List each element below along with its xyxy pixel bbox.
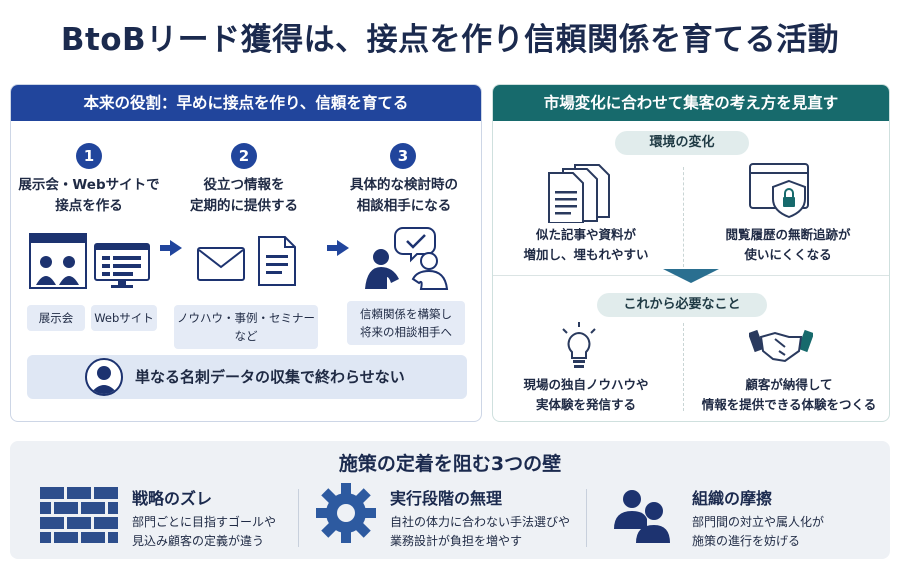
tag-knowhow: ノウハウ・事例・セミナーなど: [174, 305, 318, 349]
wall-organization-desc: 部門間の対立や属人化が 施策の進行を妨げる: [692, 515, 825, 548]
divider: [586, 489, 587, 547]
person-icon: [85, 358, 123, 396]
divider: [298, 489, 299, 547]
market-panel-header: 市場変化に合わせて集客の考え方を見直す: [493, 85, 889, 121]
wall-execution-title: 実行段階の無理: [390, 489, 503, 508]
tag-website: Webサイト: [91, 305, 157, 331]
wall-organization: 組織の摩擦 部門間の対立や属人化が 施策の進行を妨げる: [614, 483, 874, 551]
mail-icon: [197, 247, 245, 281]
wall-execution: 実行段階の無理 自社の体力に合わない手法選びや 業務設計が負担を増やす: [316, 483, 586, 551]
three-walls-title: 施策の定着を阻む3つの壁: [338, 453, 562, 475]
customer-experience-text: 顧客が納得して 情報を提供できる体験をつくる: [701, 377, 877, 412]
wall-strategy: 戦略のズレ 部門ごとに目指すゴールや 見込み顧客の定義が違う: [40, 483, 300, 551]
role-panel-header: 本来の役割：早めに接点を作り、信頼を育てる: [11, 85, 481, 121]
step-1-text: 展示会・Webサイトで 接点を作る: [18, 177, 160, 214]
documents-icon: [548, 164, 610, 223]
future-needs-pill: これから必要なこと: [597, 293, 767, 317]
exhibition-icon: [29, 233, 87, 289]
gear-icon: [316, 483, 376, 543]
step-1-number: 1: [76, 143, 102, 169]
know-how-text: 現場の独自ノウハウや 実体験を発信する: [523, 377, 649, 412]
market-panel: 市場変化に合わせて集客の考え方を見直す 環境の変化 似た記事や資料が 増加し、埋…: [492, 84, 890, 422]
tag-exhibition: 展示会: [27, 305, 85, 331]
three-walls-section: 施策の定着を阻む3つの壁 戦略のズレ 部門ごとに目指すゴールや 見込み顧客の定義…: [10, 441, 890, 559]
divider: [683, 167, 684, 267]
role-panel: 本来の役割：早めに接点を作り、信頼を育てる 1 展示会・Webサイトで 接点を作…: [10, 84, 482, 422]
step-2-text: 役立つ情報を 定期的に提供する: [190, 177, 298, 214]
step-3-text: 具体的な検討時の 相談相手になる: [350, 177, 458, 214]
business-card-warning-text: 単なる名刺データの収集で終わらせない: [135, 368, 405, 386]
wall-organization-title: 組織の摩擦: [692, 489, 773, 508]
environment-change-pill: 環境の変化: [615, 131, 749, 155]
tracking-text: 閲覧履歴の無断追跡が 使いにくくなる: [725, 227, 851, 262]
tag-trust: 信頼関係を構築し 将来の相談相手へ: [347, 301, 465, 345]
lightbulb-icon: [562, 322, 596, 368]
page-title: BtoBリード獲得は、接点を作り信頼関係を育てる活動: [60, 22, 840, 58]
wall-execution-desc: 自社の体力に合わない手法選びや 業務設計が負担を増やす: [390, 515, 571, 548]
people-icon: [614, 490, 670, 543]
brick-wall-icon: [40, 487, 118, 543]
arrow-right-icon: [327, 240, 349, 256]
step-2-number: 2: [231, 143, 257, 169]
handshake-icon: [749, 329, 813, 363]
similar-articles-text: 似た記事や資料が 増加し、埋もれやすい: [523, 227, 649, 262]
arrow-right-icon: [160, 240, 182, 256]
document-icon: [258, 236, 296, 286]
chevron-down-icon: [663, 269, 719, 283]
website-icon: [94, 243, 150, 288]
wall-strategy-title: 戦略のズレ: [132, 489, 213, 508]
wall-strategy-desc: 部門ごとに目指すゴールや 見込み顧客の定義が違う: [132, 515, 277, 548]
business-card-warning: 単なる名刺データの収集で終わらせない: [27, 355, 467, 399]
divider: [683, 323, 684, 411]
step-3-number: 3: [390, 143, 416, 169]
shield-lock-icon: [749, 163, 809, 219]
consultation-icon: [365, 227, 449, 290]
